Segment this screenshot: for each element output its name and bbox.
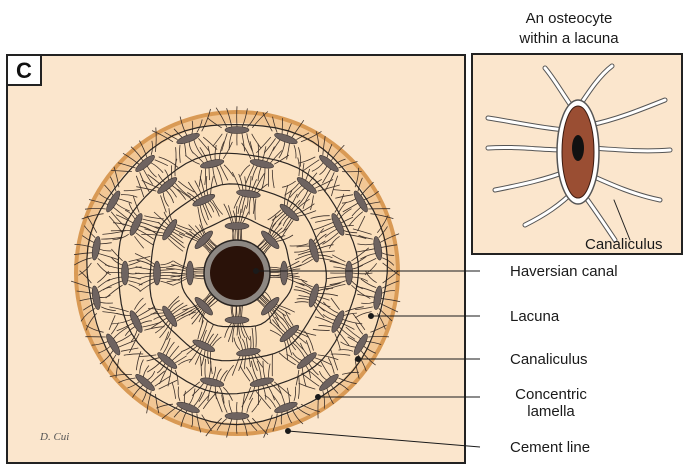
label-canaliculus: Canaliculus <box>510 351 588 368</box>
inset-label-canaliculus: Canaliculus <box>585 236 663 253</box>
label-lacuna: Lacuna <box>510 308 560 325</box>
lacuna <box>225 223 249 230</box>
lacuna <box>225 317 249 324</box>
lacuna <box>346 261 353 285</box>
lacuna <box>187 261 194 285</box>
canaliculus-line <box>282 118 283 134</box>
canaliculus-line <box>209 168 210 181</box>
lacuna <box>225 413 249 420</box>
lacuna <box>225 127 249 134</box>
osteocyte-nucleus <box>572 135 584 161</box>
inset-panel: Canaliculus <box>472 54 682 254</box>
label-concentric: Concentric <box>515 386 587 403</box>
inset-title-line1: An osteocyte <box>526 10 613 27</box>
label-lamella: lamella <box>527 403 575 420</box>
inset-title-line2: within a lacuna <box>518 30 619 47</box>
lacuna <box>154 261 161 285</box>
lacuna <box>122 261 129 285</box>
canaliculus-line <box>193 271 205 272</box>
lacuna <box>281 261 288 285</box>
label-cement-line: Cement line <box>510 439 590 456</box>
signature: D. Cui <box>39 431 69 443</box>
label-haversian-canal: Haversian canal <box>510 263 618 280</box>
panel-letter: C <box>16 58 32 83</box>
